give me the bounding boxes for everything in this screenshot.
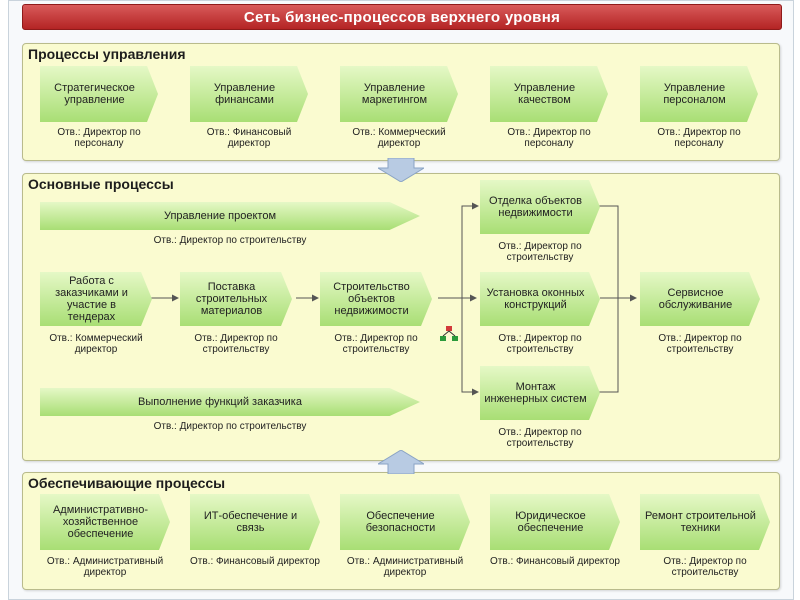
process-label: ИТ-обеспечение и связь: [203, 510, 298, 534]
responsible-label: Отв.: Финансовый директор: [490, 556, 620, 567]
process-label: Управление маркетингом: [361, 82, 428, 106]
responsible-label: Отв.: Административный директор: [346, 556, 464, 578]
section-title: Обеспечивающие процессы: [28, 475, 226, 491]
responsible-label: Отв.: Директор по персоналу: [507, 127, 591, 149]
core-chain-process-2[interactable]: [320, 272, 432, 326]
project-management-process[interactable]: [40, 202, 420, 230]
responsible-label: Отв.: Директор по персоналу: [657, 127, 741, 149]
process-label: Строительство объектов недвижимости: [333, 281, 410, 317]
management-process-4[interactable]: [640, 66, 758, 122]
responsible-label: Отв.: Директор по строительству: [334, 333, 418, 355]
responsible-label: Отв.: Директор по строительству: [498, 241, 582, 263]
responsible-label: Отв.: Коммерческий директор: [352, 127, 446, 149]
process-label: Монтаж инженерных систем: [484, 381, 587, 405]
process-label: Отделка объектов недвижимости: [489, 195, 582, 219]
support-process-4[interactable]: [640, 494, 770, 550]
responsible-label: Отв.: Директор по строительству: [153, 421, 307, 432]
customer-functions-process[interactable]: [40, 388, 420, 416]
process-label: Юридическое обеспечение: [515, 510, 586, 534]
support-process-1[interactable]: [190, 494, 320, 550]
service-process[interactable]: [640, 272, 760, 326]
responsible-label: Отв.: Директор по строительству: [663, 556, 747, 578]
core-chain-process-0[interactable]: [40, 272, 152, 326]
support-process-3[interactable]: [490, 494, 620, 550]
management-process-2[interactable]: [340, 66, 458, 122]
diagram-title: Сеть бизнес-процессов верхнего уровня: [22, 4, 782, 30]
management-process-1[interactable]: [190, 66, 308, 122]
management-process-3[interactable]: [490, 66, 608, 122]
support-process-0[interactable]: [40, 494, 170, 550]
process-label: Управление проектом: [163, 210, 277, 222]
core-branch-process-0[interactable]: [480, 180, 600, 234]
core-branch-process-1[interactable]: [480, 272, 600, 326]
process-label: Сервисное обслуживание: [658, 287, 733, 311]
responsible-label: Отв.: Директор по персоналу: [57, 127, 141, 149]
responsible-label: Отв.: Директор по строительству: [194, 333, 278, 355]
process-label: Обеспечение безопасности: [365, 510, 436, 534]
responsible-label: Отв.: Директор по строительству: [498, 427, 582, 449]
management-process-0[interactable]: [40, 66, 158, 122]
process-label: Ремонт строительной техники: [645, 510, 756, 534]
responsible-label: Отв.: Коммерческий директор: [49, 333, 143, 355]
process-network-icon: [440, 326, 458, 341]
responsible-label: Отв.: Директор по строительству: [658, 333, 742, 355]
process-label: Управление качеством: [513, 82, 576, 106]
core-branch-process-2[interactable]: [480, 366, 600, 420]
responsible-label: Отв.: Директор по строительству: [153, 235, 307, 246]
process-label: Управление персоналом: [663, 82, 726, 106]
core-chain-process-1[interactable]: [180, 272, 292, 326]
support-process-2[interactable]: [340, 494, 470, 550]
responsible-label: Отв.: Директор по строительству: [498, 333, 582, 355]
responsible-label: Отв.: Финансовый директор: [206, 127, 292, 149]
process-label: Установка оконных конструкций: [486, 287, 585, 311]
responsible-label: Отв.: Административный директор: [46, 556, 164, 578]
process-label: Административно-хозяйственное обеспечени…: [52, 504, 149, 540]
process-label: Стратегическое управление: [54, 82, 135, 106]
up-arrow-icon: [378, 450, 424, 474]
process-label: Управление финансами: [213, 82, 276, 106]
section-title: Основные процессы: [28, 176, 174, 192]
down-arrow-icon: [378, 158, 424, 182]
process-label: Выполнение функций заказчика: [138, 396, 302, 408]
responsible-label: Отв.: Финансовый директор: [190, 556, 320, 567]
process-label: Работа с заказчиками и участие в тендера…: [55, 275, 128, 323]
section-title: Процессы управления: [28, 46, 186, 62]
process-label: Поставка строительных материалов: [195, 281, 268, 317]
